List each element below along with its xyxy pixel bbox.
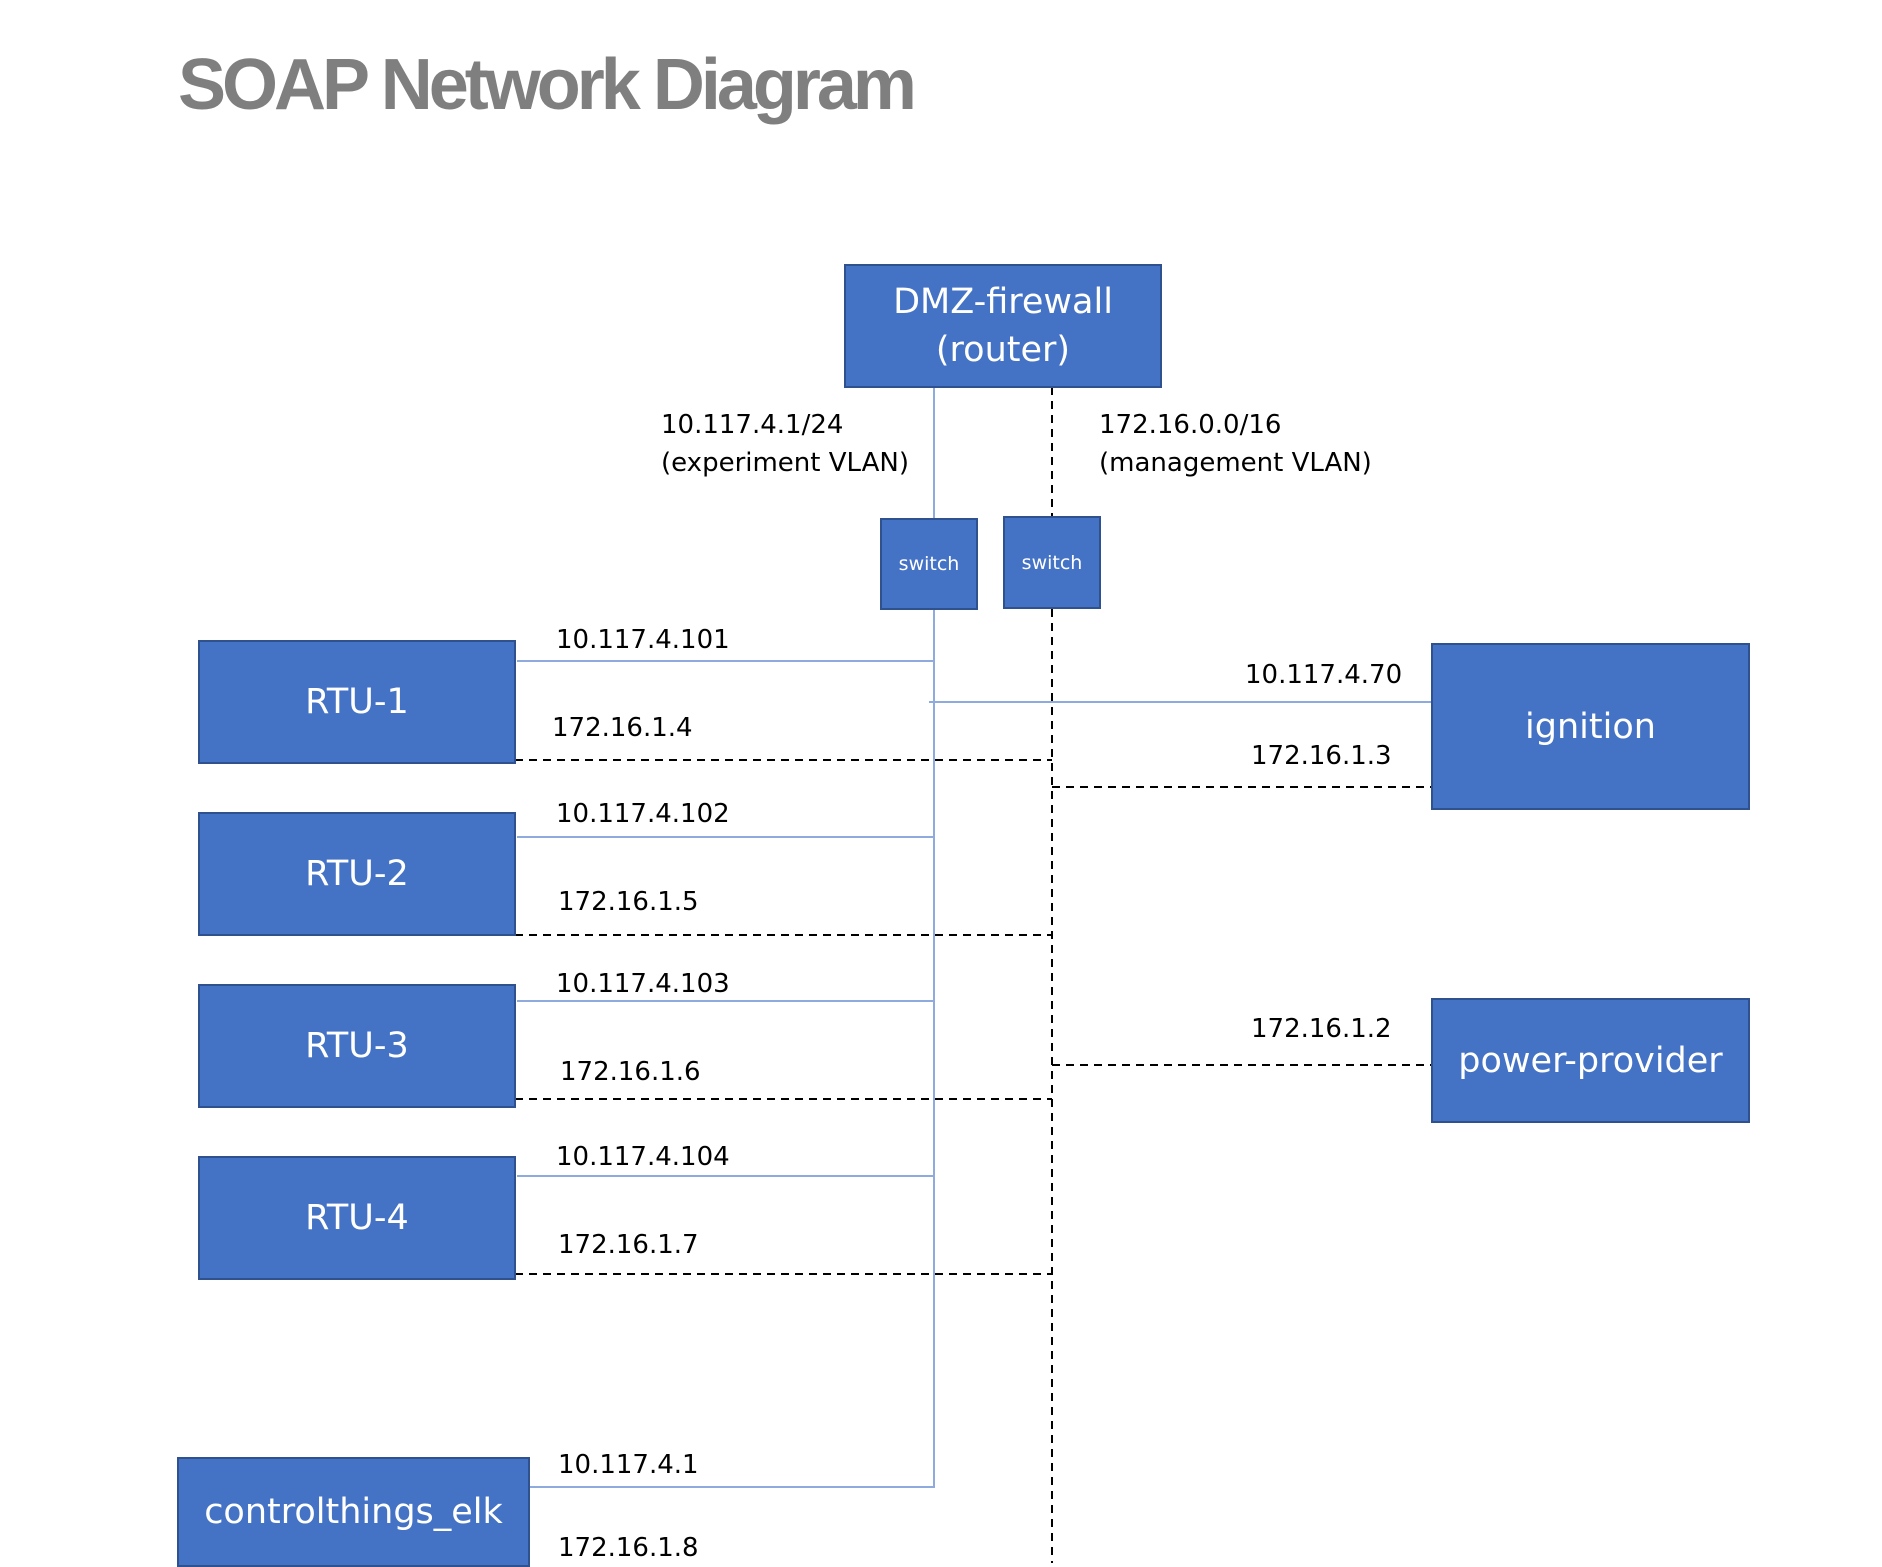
rtu3-management-ip: 172.16.1.6	[560, 1057, 701, 1087]
rtu3-label: RTU-3	[305, 1026, 409, 1066]
power-provider-label: power-provider	[1458, 1040, 1723, 1081]
elk-experiment-ip: 10.117.4.1	[558, 1450, 699, 1480]
dmz-firewall-label: DMZ-firewall (router)	[893, 282, 1113, 370]
rtu1-management-ip: 172.16.1.4	[552, 713, 693, 743]
ignition-node: ignition	[1431, 643, 1750, 810]
management-switch-label: switch	[1021, 551, 1083, 574]
experiment-switch-label: switch	[898, 553, 960, 575]
dmz-firewall-node: DMZ-firewall (router)	[844, 264, 1162, 388]
power-provider-node: power-provider	[1431, 998, 1750, 1123]
management-vlan-label: 172.16.0.0/16 (management VLAN)	[1099, 410, 1372, 478]
rtu4-label: RTU-4	[305, 1198, 409, 1238]
ignition-management-ip: 172.16.1.3	[1251, 741, 1392, 771]
experiment-vlan-label: 10.117.4.1/24 (experiment VLAN)	[661, 410, 909, 478]
rtu4-node: RTU-4	[198, 1156, 516, 1280]
power-provider-management-ip: 172.16.1.2	[1251, 1014, 1392, 1044]
rtu1-node: RTU-1	[198, 640, 516, 764]
rtu1-label: RTU-1	[305, 682, 409, 722]
rtu3-experiment-ip: 10.117.4.103	[556, 969, 730, 999]
rtu3-node: RTU-3	[198, 984, 516, 1108]
ignition-label: ignition	[1525, 706, 1656, 747]
controlthings-elk-node: controlthings_elk	[177, 1457, 530, 1567]
ignition-experiment-ip: 10.117.4.70	[1245, 660, 1403, 690]
rtu4-management-ip: 172.16.1.7	[558, 1230, 699, 1260]
experiment-switch-node: switch	[880, 518, 978, 610]
rtu2-experiment-ip: 10.117.4.102	[556, 799, 730, 829]
management-switch-node: switch	[1003, 516, 1101, 609]
rtu4-experiment-ip: 10.117.4.104	[556, 1142, 730, 1172]
rtu2-node: RTU-2	[198, 812, 516, 936]
elk-management-ip: 172.16.1.8	[558, 1533, 699, 1563]
rtu1-experiment-ip: 10.117.4.101	[556, 625, 730, 655]
rtu2-management-ip: 172.16.1.5	[558, 887, 699, 917]
controlthings-elk-label: controlthings_elk	[204, 1492, 503, 1532]
page-title: SOAP Network Diagram	[178, 45, 917, 125]
rtu2-label: RTU-2	[305, 854, 409, 894]
